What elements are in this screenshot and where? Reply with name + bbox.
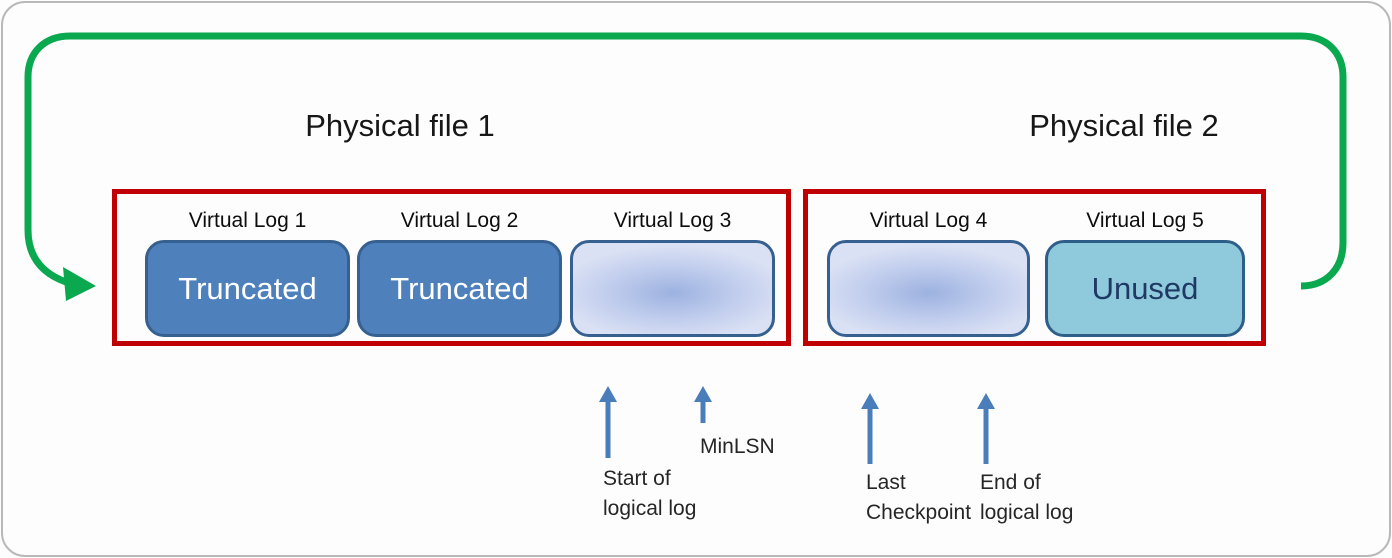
minlsn-label: MinLSN <box>700 435 775 458</box>
virtual-log-4-label: Virtual Log 4 <box>869 209 988 232</box>
virtual-log-2-box: Truncated <box>357 240 562 337</box>
wrap-around-arrowhead <box>63 267 96 301</box>
last-checkpoint-label: Last Checkpoint <box>866 471 972 524</box>
physical-file-2-box: Virtual Log 4 Virtual Log 5 Unused <box>803 189 1266 346</box>
physical-file-1-box: Virtual Log 1 Truncated Virtual Log 2 Tr… <box>112 189 791 346</box>
start-of-logical-log-arrow-icon <box>599 386 617 458</box>
last-checkpoint-arrow-icon <box>861 393 879 464</box>
virtual-log-3-box <box>570 240 775 337</box>
virtual-log-2-label: Virtual Log 2 <box>400 209 519 232</box>
virtual-log-5-box: Unused <box>1045 240 1245 337</box>
wrap-around-arrow-line <box>24 32 1347 290</box>
virtual-log-5-label: Virtual Log 5 <box>1086 209 1204 232</box>
physical-file-2-title: Physical file 2 <box>1029 108 1219 143</box>
end-of-logical-log-arrow-icon <box>977 393 995 464</box>
virtual-log-4-box <box>827 240 1030 337</box>
minlsn-arrow-icon <box>694 386 712 423</box>
virtual-log-1-box: Truncated <box>145 240 350 337</box>
end-of-logical-log-label: End of logical log <box>980 471 1074 524</box>
start-of-logical-log-label: Start of logical log <box>603 467 697 520</box>
virtual-log-3-label: Virtual Log 3 <box>613 209 732 232</box>
physical-file-1-title: Physical file 1 <box>305 108 495 143</box>
virtual-log-1-label: Virtual Log 1 <box>188 209 307 232</box>
